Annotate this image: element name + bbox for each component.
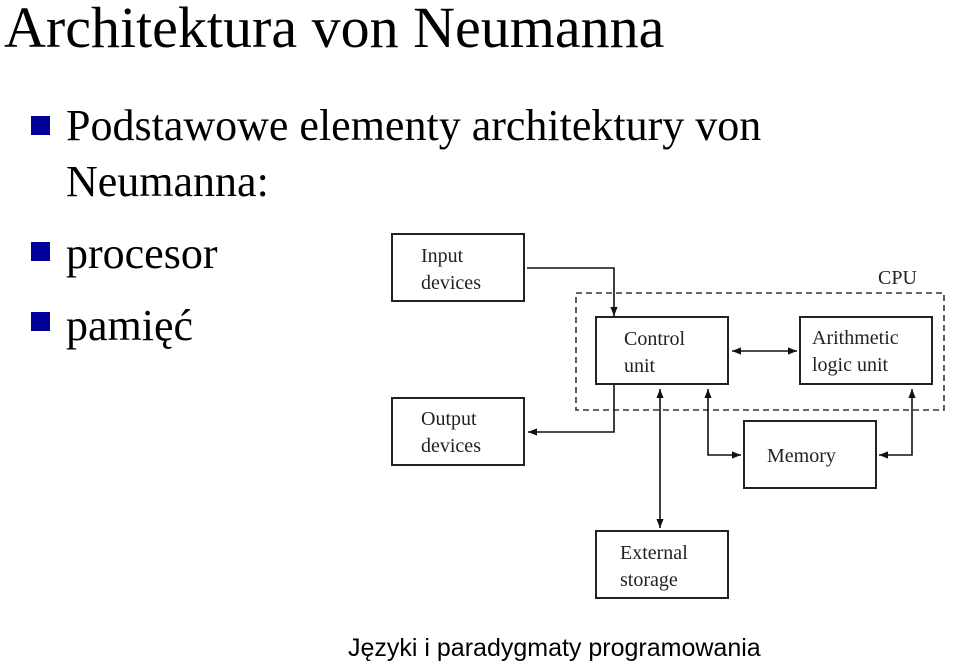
cpu-label: CPU — [878, 267, 917, 289]
alu-label-2: logic unit — [812, 354, 889, 376]
bullet-text-2: procesor — [66, 229, 218, 278]
external-storage-box: External storage — [595, 530, 729, 599]
output-devices-box: Output devices — [391, 397, 525, 466]
square-bullet-icon — [31, 116, 50, 135]
control-unit-label-2: unit — [624, 355, 656, 377]
square-bullet-icon — [31, 242, 50, 261]
control-unit-box: Control unit — [595, 316, 729, 385]
bullet-text-3: pamięć — [66, 301, 194, 350]
arrow-alu-memory — [879, 389, 916, 459]
arrow-control-memory — [704, 389, 741, 459]
external-storage-label-2: storage — [620, 569, 678, 591]
memory-box: Memory — [743, 420, 877, 489]
external-storage-label-1: External — [620, 542, 688, 564]
arrow-input-to-control — [527, 267, 618, 316]
control-unit-label-1: Control — [624, 328, 686, 350]
slide-footer: Języki i paradygmaty programowania — [348, 634, 761, 662]
memory-label: Memory — [767, 445, 836, 467]
cpu-boundary — [575, 292, 945, 411]
input-devices-box: Input devices — [391, 233, 525, 302]
arrow-control-to-output — [528, 385, 615, 436]
output-devices-label-2: devices — [421, 435, 481, 457]
alu-label-1: Arithmetic — [812, 327, 899, 349]
output-devices-label-1: Output — [421, 408, 477, 430]
square-bullet-icon — [31, 312, 50, 331]
bullet-text-1: Podstawowe elementy architektury von — [66, 101, 762, 150]
slide-title: Architektura von Neumanna — [4, 0, 665, 60]
bullet-text-1-line2: Neumanna: — [66, 157, 269, 206]
input-devices-label-2: devices — [421, 272, 481, 294]
input-devices-label-1: Input — [421, 245, 464, 267]
alu-box: Arithmetic logic unit — [799, 316, 933, 385]
